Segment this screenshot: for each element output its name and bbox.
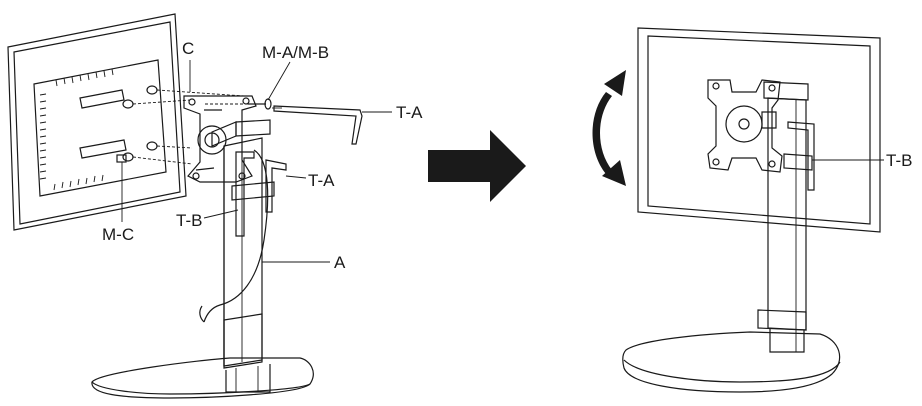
screw-ma-mb: [248, 98, 272, 110]
label-tb-left: T-B: [176, 211, 202, 230]
vesa-plate-right: [707, 79, 783, 173]
label-a: A: [334, 253, 346, 272]
label-ta-mid: T-A: [308, 171, 335, 190]
right-arrow-icon: [428, 130, 526, 202]
rotate-arrow-icon: [592, 70, 626, 186]
stand-base-left: [91, 357, 314, 399]
leader-lines-left: [121, 60, 392, 263]
hex-key-ta-mid: [265, 159, 287, 213]
left-assembly: C M-A/M-B T-A T-A T-B M-C A: [7, 13, 423, 399]
right-assembly: T-B: [592, 27, 912, 393]
label-ta-top: T-A: [396, 103, 423, 122]
cable-clip-tb-left: [231, 151, 275, 237]
label-c: C: [182, 39, 194, 58]
stand-column-a: [199, 119, 271, 393]
label-mc: M-C: [102, 225, 134, 244]
hex-key-ta-top: [272, 105, 363, 145]
stand-column-right: [757, 81, 809, 353]
monitor-front: [637, 27, 881, 233]
stand-base-right: [622, 331, 841, 393]
label-tb-right: T-B: [886, 151, 912, 170]
monitor-back: [7, 13, 187, 231]
hex-key-tb-right: [783, 121, 815, 191]
label-ma-mb: M-A/M-B: [262, 43, 329, 62]
vesa-plate-c: [183, 95, 257, 183]
